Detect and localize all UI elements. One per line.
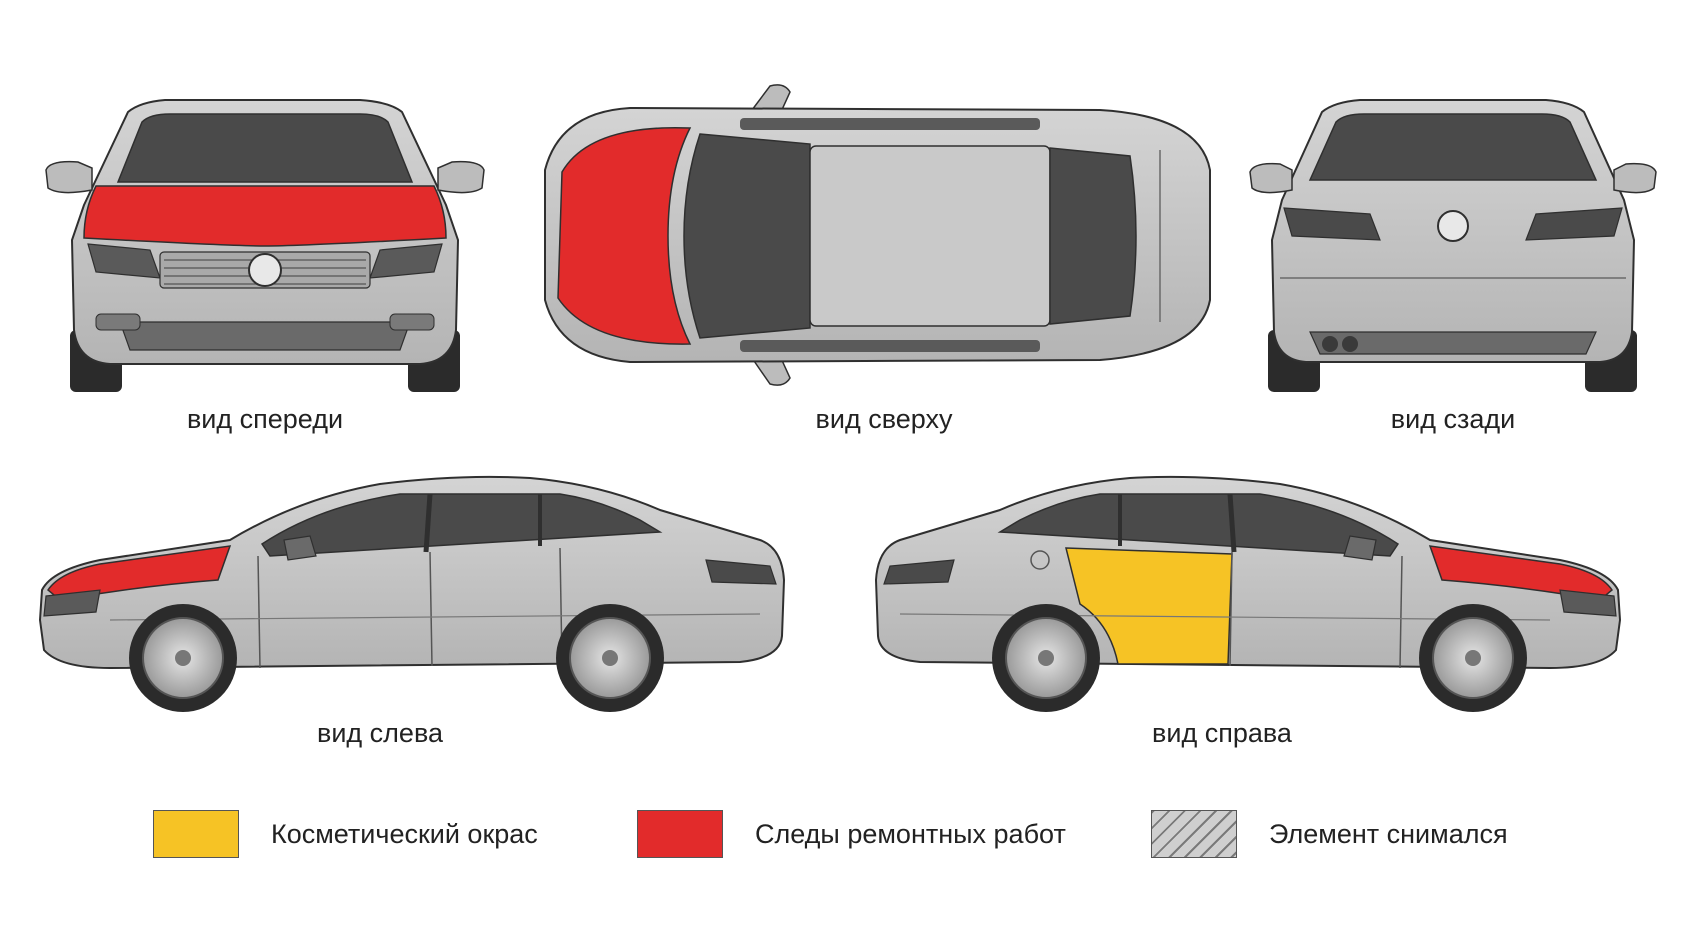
front-left-foglight [95,313,141,331]
top-rear-window [1049,147,1137,325]
rear-right-mirror [1613,162,1657,194]
left-view [38,475,786,712]
right-windows [997,493,1400,557]
front-lower-grille [119,321,411,351]
front-hood-repair [83,185,447,247]
legend-label-element-removed: Элемент снимался [1269,818,1508,849]
top-view [544,84,1211,386]
rear-badge [1437,210,1469,242]
legend-swatch-element-removed [1151,810,1237,858]
right-taillight [883,559,955,585]
right-headlight [1559,589,1617,617]
top-left-windows [740,118,1040,130]
right-rear-door-cosmetic [1065,547,1233,665]
front-left-mirror [45,160,93,194]
top-right-mirror [750,355,791,386]
legend-label-cosmetic-paint: Косметический окрас [271,818,538,849]
front-windshield [116,113,414,183]
legend-cosmetic-paint: Косметический окрас [153,809,538,859]
left-headlight [43,589,101,617]
top-view-label: вид сверху [815,404,953,434]
rear-exhaust-2 [1342,336,1358,352]
left-view-label: вид слева [316,718,444,748]
front-right-foglight [389,313,435,331]
front-view [45,99,485,392]
legend-repair-traces: Следы ремонтных работ [637,809,1066,859]
legend-label-repair-traces: Следы ремонтных работ [755,818,1066,849]
rear-exhaust-1 [1322,336,1338,352]
rear-window [1308,113,1598,181]
legend-swatch-repair-traces [637,810,723,858]
rear-view-label: вид сзади [1390,404,1516,434]
left-taillight [705,559,777,585]
right-view-label: вид справа [1152,718,1292,748]
top-roof [809,145,1051,327]
legend-element-removed: Элемент снимался [1151,809,1508,859]
front-right-mirror [437,160,485,194]
front-view-label: вид спереди [186,404,344,434]
legend-swatch-cosmetic-paint [153,810,239,858]
right-fuel-cap [1030,550,1050,570]
rear-diffuser [1309,331,1597,355]
rear-left-taillight [1283,207,1381,241]
left-mirror [283,535,317,561]
top-right-windows [740,340,1040,352]
top-windshield [683,133,811,339]
rear-view [1249,99,1657,392]
left-windows [260,493,663,557]
top-hood-repair [557,126,692,345]
top-left-mirror [750,84,791,115]
front-badge [248,253,282,287]
right-view [874,475,1622,712]
right-mirror [1343,535,1377,561]
rear-left-mirror [1249,162,1293,194]
rear-right-taillight [1525,207,1623,241]
